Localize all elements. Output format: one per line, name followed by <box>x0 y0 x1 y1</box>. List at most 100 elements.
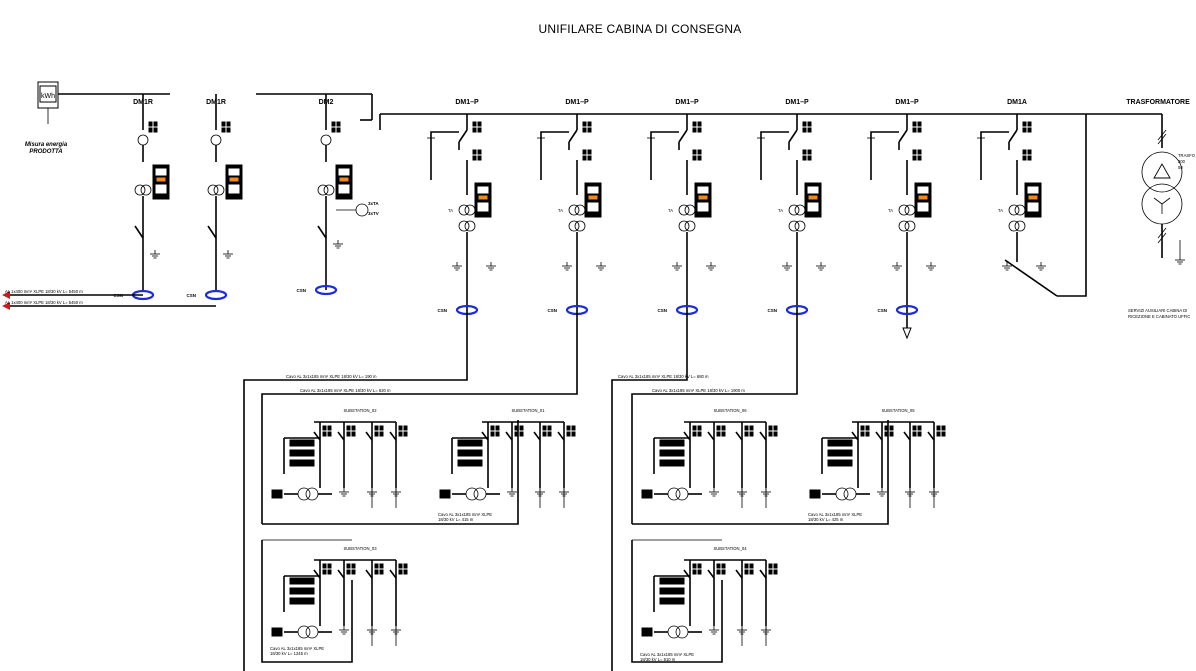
indicator-dot <box>379 425 384 431</box>
indicator-dot <box>542 425 547 431</box>
feeder-cable <box>632 420 889 525</box>
sub-relay-block <box>659 459 685 467</box>
relay-screen <box>228 168 240 176</box>
indicator-icon <box>398 425 408 437</box>
sub-trafo-winding <box>667 487 681 501</box>
relay-screen <box>917 186 929 194</box>
indicator-icon <box>398 563 408 575</box>
indicator-dot <box>374 569 379 575</box>
ct-ring <box>568 204 580 216</box>
switch-blade <box>317 225 327 239</box>
sub-relay-block <box>827 439 853 447</box>
cell-branch <box>650 131 679 180</box>
meter-window <box>39 85 57 103</box>
indicator-dot <box>547 425 552 431</box>
transformer-rating: 200 <box>1178 159 1186 164</box>
indicator-icon <box>692 149 702 161</box>
indicator-dot <box>807 155 812 161</box>
feeder-cable <box>631 310 798 524</box>
voltage-indicator-icon <box>320 134 332 146</box>
protection-relay-icon <box>1024 182 1042 218</box>
sub-relay-block <box>827 459 853 467</box>
indicator-dot <box>744 431 749 437</box>
substation-sub-06[interactable]: SUBSTATION_06 <box>641 408 778 508</box>
indicator-dot <box>744 425 749 431</box>
indicator-dot <box>346 431 351 437</box>
relay-led <box>808 195 818 200</box>
ground-icon <box>452 262 462 271</box>
ct-ring <box>323 184 335 196</box>
ground-icon <box>926 262 936 271</box>
ct-ring <box>140 184 152 196</box>
ta-label: TA <box>448 208 453 213</box>
sub-inverter-block <box>271 627 283 637</box>
relay-led <box>1028 195 1038 200</box>
protection-relay-icon <box>335 164 353 200</box>
indicator-dot <box>587 155 592 161</box>
relay-screen <box>155 168 167 176</box>
ct-ring <box>464 220 476 232</box>
indicator-icon <box>692 563 702 575</box>
ground-icon <box>709 626 719 635</box>
current-transformer-icon <box>1008 220 1026 232</box>
feeder-cable-label: Cavo AL 3x1x185 mm² XLPE 18/30 kV L= 680… <box>618 374 709 379</box>
substation-label: SUBSTATION_04 <box>713 546 747 551</box>
ta-label: TA <box>888 208 893 213</box>
sub-switch-blade <box>365 431 373 441</box>
switch-blade <box>1008 129 1018 143</box>
indicator-dot <box>884 431 889 437</box>
indicator-dot <box>768 425 773 431</box>
sub-switch-blade <box>927 431 935 441</box>
ct-ring <box>898 204 910 216</box>
indicator-dot <box>374 425 379 431</box>
sub-switch-blade <box>337 569 345 579</box>
ct-ring <box>678 204 690 216</box>
indicator-dot <box>773 431 778 437</box>
indicator-dot <box>327 569 332 575</box>
ct-ring <box>1008 204 1020 216</box>
transformer-label: TRASFORMATORE <box>1126 99 1190 106</box>
indicator-dot <box>336 127 341 133</box>
substation-label: SUBSTATION_06 <box>713 408 747 413</box>
meter-label: Misura energia <box>25 142 68 148</box>
sub-relay-block <box>289 597 315 605</box>
indicator-dot <box>1022 155 1027 161</box>
indicator-dot <box>716 431 721 437</box>
indicator-icon <box>346 563 356 575</box>
indicator-dot <box>226 127 231 133</box>
indicator-dot <box>716 563 721 569</box>
ta-label: TA <box>558 208 563 213</box>
current-transformer-icon <box>788 220 806 232</box>
substation-sub-02[interactable]: SUBSTATION_02 <box>271 408 408 508</box>
switch-blade <box>458 129 468 143</box>
switch-blade <box>898 129 908 143</box>
switch-blade <box>678 129 688 143</box>
indicator-dot <box>519 431 524 437</box>
indicator-dot <box>477 155 482 161</box>
relay-screen <box>1027 186 1039 194</box>
indicator-dot <box>807 149 812 155</box>
indicator-dot <box>379 569 384 575</box>
indicator-dot <box>148 121 153 127</box>
substation-schematic <box>271 559 408 646</box>
ct-ring <box>568 220 580 232</box>
indicator-dot <box>221 127 226 133</box>
indicator-icon <box>374 563 384 575</box>
trafo-link <box>1057 114 1087 297</box>
ct-ring <box>1014 220 1026 232</box>
ground-icon <box>1036 262 1046 271</box>
